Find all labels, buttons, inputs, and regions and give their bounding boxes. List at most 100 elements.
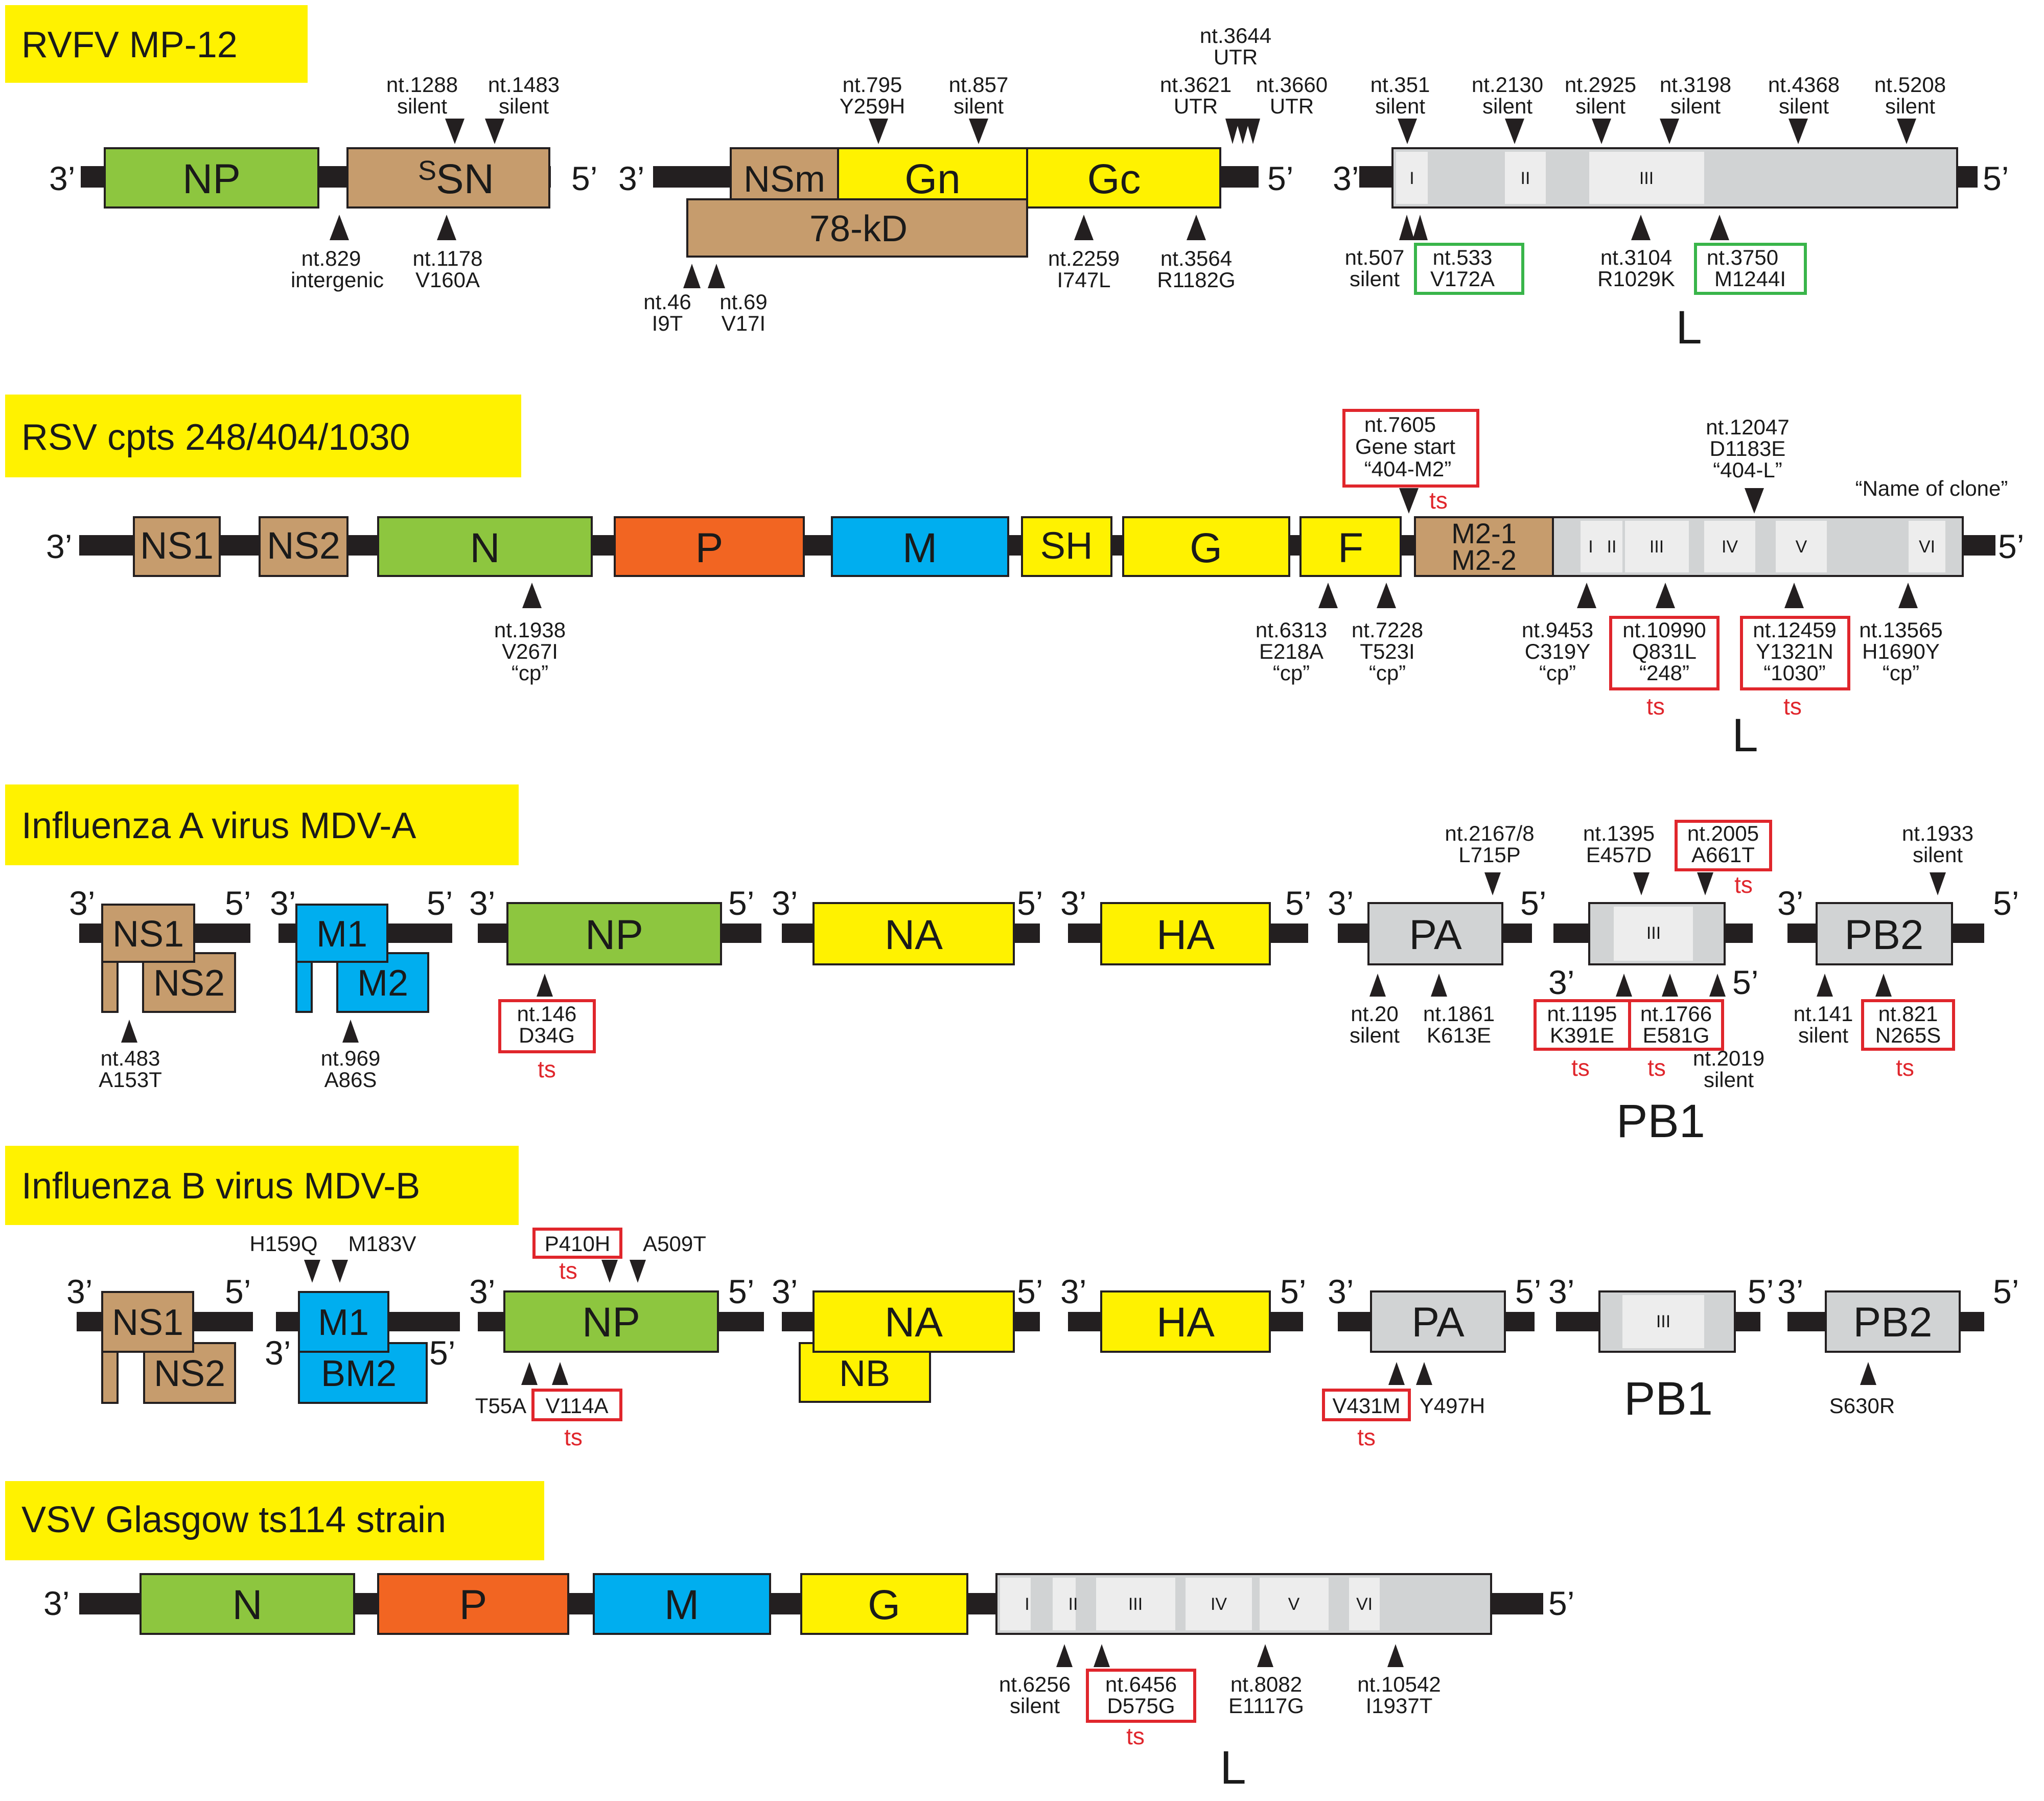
flua-m-3: 3’: [270, 884, 296, 922]
mut-3104-aa: R1029K: [1597, 267, 1675, 291]
flub-pb1-domain-3-bg: [1622, 1295, 1704, 1348]
mut-1938-aa: V267I: [502, 639, 558, 663]
gene-flua-ns2: [142, 952, 236, 1013]
flua-pa-5: 5’: [1520, 884, 1546, 922]
arrow-up-y497h: [1416, 1362, 1432, 1385]
mut-10990-aa: Q831L: [1632, 639, 1697, 663]
vsv-l-domain-2-bg: [1053, 1578, 1076, 1630]
mut-2019-aa: silent: [1704, 1068, 1754, 1092]
mut-1483-nt: nt.1483: [488, 73, 560, 97]
mut-2925-aa: silent: [1575, 94, 1625, 118]
mut-7605-aa: Gene start: [1355, 434, 1455, 458]
flua-np-3: 3’: [469, 884, 495, 922]
gene-flua-ns1: [101, 904, 195, 963]
mut-829-aa: intergenic: [291, 268, 384, 292]
box-533: [1414, 243, 1524, 295]
gene-np: [104, 147, 319, 209]
mut-6456-ts: ts: [1126, 1723, 1145, 1749]
flub-pb1-3: 3’: [1548, 1273, 1574, 1310]
flua-na-3: 3’: [772, 884, 798, 922]
gene-78kd-label: 78-kD: [809, 209, 908, 249]
gene-ns2-label: NS2: [267, 524, 340, 567]
mut-7605-tag: “404-M2”: [1364, 457, 1451, 481]
s-3-end: 3’: [49, 159, 75, 197]
mut-141-aa: silent: [1798, 1023, 1848, 1047]
flua-title: Influenza A virus MDV-A: [21, 805, 416, 846]
rsv-5-end: 5’: [1998, 527, 2024, 565]
arrow-down-12047: [1745, 488, 1764, 514]
mut-1766-nt: nt.1766: [1640, 1002, 1712, 1026]
gene-n-rsv: [377, 516, 593, 577]
gene-nss-sup: S: [418, 155, 436, 186]
vsv-5-end: 5’: [1548, 1584, 1574, 1622]
flub-title-bg: [5, 1146, 519, 1225]
mut-13565-tag: “cp”: [1883, 661, 1919, 685]
gene-flub-pb2-label: PB2: [1853, 1299, 1933, 1346]
gene-gc-label: Gc: [1087, 156, 1141, 202]
rvfv-arrows: [330, 119, 1916, 288]
rsv-l-domain-5-bg: [1776, 521, 1827, 572]
vsv-3-end: 3’: [43, 1584, 69, 1622]
mut-821-ts: ts: [1896, 1054, 1914, 1081]
gene-m-rsv-label: M: [902, 525, 937, 571]
gene-flub-ns1: [101, 1291, 194, 1353]
flub-pb1-label: PB1: [1624, 1373, 1713, 1425]
mut-12459-ts: ts: [1783, 693, 1802, 720]
box-v114a: [531, 1389, 622, 1421]
mut-6456-nt: nt.6456: [1105, 1672, 1177, 1696]
s-5-end: 5’: [571, 159, 597, 197]
box-146: [498, 999, 596, 1053]
gene-np-label: NP: [182, 156, 241, 202]
rsv-arrows: [522, 488, 1918, 608]
arrow-up-6256: [1056, 1644, 1073, 1667]
mut-857-aa: silent: [954, 94, 1004, 118]
mut-351-aa: silent: [1375, 94, 1425, 118]
flub-ha-5: 5’: [1280, 1273, 1306, 1310]
rsv-l-domain-1: I: [1588, 537, 1593, 557]
box-6456: [1086, 1669, 1196, 1723]
box-821: [1861, 999, 1955, 1051]
gene-flua-np: [506, 902, 722, 965]
arrow-down-4368: [1788, 119, 1808, 144]
flua-pb2-5: 5’: [1993, 884, 2019, 922]
mut-69-nt: nt.69: [719, 290, 767, 314]
flua-ns-5: 5’: [225, 884, 251, 922]
gene-flua-m2-label: M2: [357, 963, 408, 1004]
box-12459: [1740, 616, 1850, 690]
flub-pb1-domain-3: III: [1656, 1312, 1670, 1331]
flub-np-5: 5’: [728, 1273, 754, 1310]
mut-46-nt: nt.46: [643, 290, 691, 314]
mut-483-aa: A153T: [99, 1068, 162, 1092]
flub-pb2-3: 3’: [1777, 1273, 1803, 1310]
mut-12047-nt: nt.12047: [1706, 415, 1790, 439]
gene-78kd: [686, 198, 1028, 258]
gene-gc: [1026, 147, 1221, 209]
flub-ns-3: 3’: [66, 1273, 92, 1310]
mut-146-ts: ts: [538, 1056, 556, 1082]
arrow-up-6456: [1094, 1644, 1110, 1667]
clone-note: “Name of clone”: [1855, 476, 2008, 500]
gene-flub-pa: [1370, 1290, 1506, 1353]
arrow-up-1178: [437, 215, 456, 240]
mut-a509t: A509T: [643, 1232, 706, 1256]
gene-p-rsv-label: P: [695, 525, 724, 571]
rvfv-l-domain-2: II: [1521, 169, 1530, 188]
box-v431m: [1322, 1389, 1411, 1421]
mut-533-nt: nt.533: [1433, 245, 1493, 269]
arrow-down-h159q: [304, 1260, 320, 1283]
arrow-down-1288: [445, 119, 464, 144]
mut-1483-aa: silent: [499, 94, 549, 118]
mut-141-nt: nt.141: [1794, 1002, 1853, 1026]
flua-na-5: 5’: [1017, 884, 1043, 922]
gene-flub-nb-label: NB: [839, 1353, 890, 1394]
rsv-l-label: L: [1732, 709, 1758, 761]
mut-795-aa: Y259H: [840, 94, 905, 118]
mut-p410h: P410H: [545, 1232, 610, 1256]
rsv-section: RSV cpts 248/404/1030 3’ NS1 NS2 N P M S…: [5, 395, 2024, 761]
arrow-up-821: [1875, 974, 1892, 997]
mut-146-nt: nt.146: [517, 1002, 577, 1026]
vsv-l-label: L: [1220, 1742, 1246, 1794]
mut-1933-aa: silent: [1913, 843, 1963, 867]
flua-m-5: 5’: [427, 884, 453, 922]
